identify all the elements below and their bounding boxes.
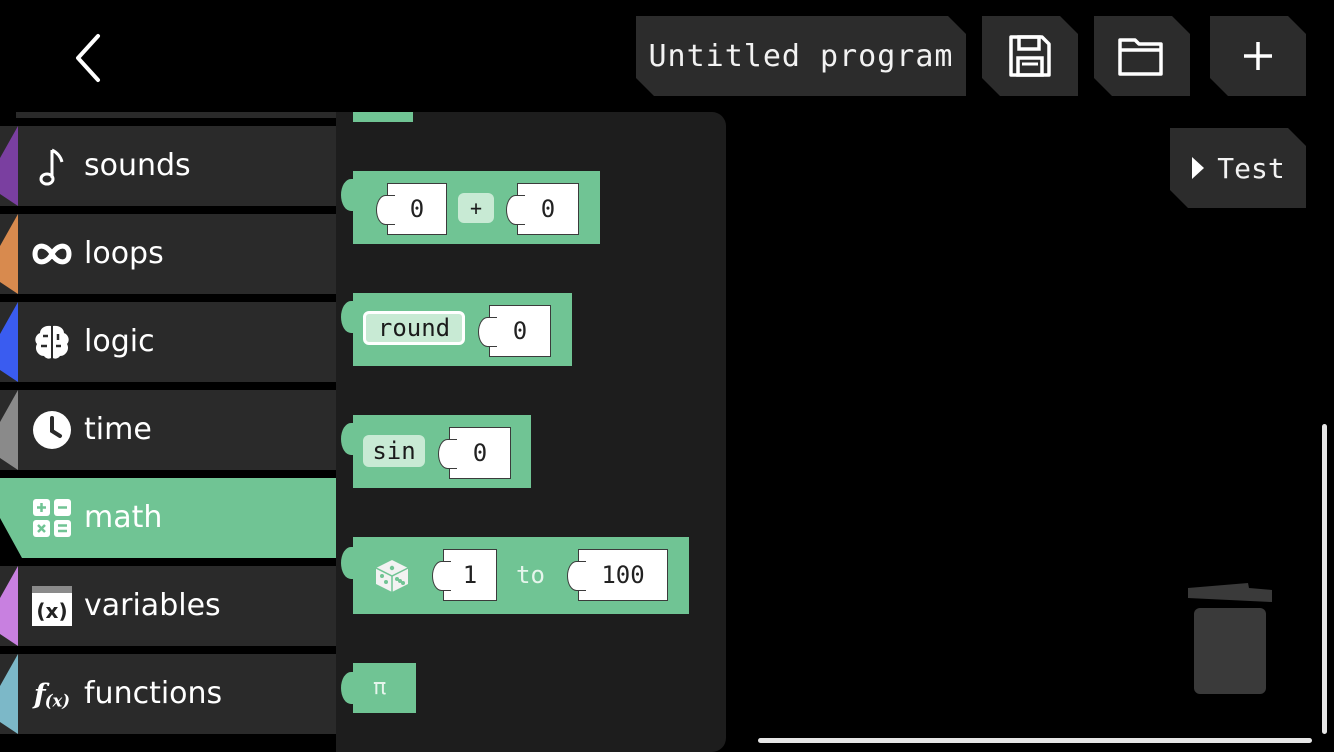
blocks-flyout: 0 + 0 round 0 sin 0 1 to 100 xyxy=(336,112,726,752)
category-label: time xyxy=(84,412,152,447)
trash-icon xyxy=(1188,583,1272,694)
program-title-button[interactable]: Untitled program xyxy=(636,16,966,96)
horizontal-scrollbar[interactable] xyxy=(758,738,1312,743)
variable-x-icon: (x) xyxy=(32,586,72,626)
svg-text:f: f xyxy=(32,678,50,710)
clock-icon xyxy=(32,410,72,450)
trash-can[interactable] xyxy=(1186,580,1276,698)
sin-block[interactable]: sin 0 xyxy=(341,415,531,488)
category-partial xyxy=(16,112,336,118)
category-color-tab xyxy=(0,126,18,206)
category-color-tab xyxy=(0,302,18,382)
vertical-scrollbar[interactable] xyxy=(1322,424,1327,734)
block-connector xyxy=(341,179,361,211)
plus-icon xyxy=(1241,39,1275,73)
round-value-input[interactable]: 0 xyxy=(478,305,551,357)
open-folder-button[interactable] xyxy=(1094,16,1190,96)
operator-dropdown[interactable]: + xyxy=(458,193,494,223)
back-button[interactable] xyxy=(60,28,120,88)
category-sounds[interactable]: sounds xyxy=(0,126,336,206)
category-time[interactable]: time xyxy=(0,390,336,470)
sin-value-input[interactable]: 0 xyxy=(438,427,511,479)
category-color-tab xyxy=(0,654,18,734)
category-label: sounds xyxy=(84,148,191,183)
category-logic[interactable]: logic xyxy=(0,302,336,382)
category-variables[interactable]: (x) variables xyxy=(0,566,336,646)
chevron-left-icon xyxy=(76,34,100,82)
calculator-icon xyxy=(32,498,72,538)
category-label: functions xyxy=(84,676,223,711)
random-number-block[interactable]: 1 to 100 xyxy=(341,537,689,614)
infinity-icon xyxy=(32,234,72,274)
category-color-tab xyxy=(0,214,18,294)
music-note-icon xyxy=(32,146,72,186)
pi-block[interactable]: π xyxy=(341,663,416,713)
svg-text:(x): (x) xyxy=(36,599,67,623)
category-label: variables xyxy=(84,588,221,623)
block-connector xyxy=(341,547,361,579)
arith-left-input[interactable]: 0 xyxy=(376,183,447,235)
floppy-disk-icon xyxy=(1006,32,1054,80)
svg-text:(x): (x) xyxy=(45,692,70,711)
save-button[interactable] xyxy=(982,16,1078,96)
arith-right-input[interactable]: 0 xyxy=(506,183,579,235)
block-connector xyxy=(341,301,361,333)
block-partial[interactable] xyxy=(353,112,413,122)
block-connector xyxy=(341,672,361,704)
category-functions[interactable]: f (x) functions xyxy=(0,654,336,734)
pi-symbol: π xyxy=(373,675,387,700)
category-color-tab xyxy=(0,390,18,470)
random-to-input[interactable]: 100 xyxy=(567,549,668,601)
category-label: logic xyxy=(84,324,155,359)
trig-function-dropdown[interactable]: sin xyxy=(363,435,425,467)
function-fx-icon: f (x) xyxy=(32,674,72,714)
random-from-input[interactable]: 1 xyxy=(432,549,497,601)
new-program-button[interactable] xyxy=(1210,16,1306,96)
folder-icon xyxy=(1117,34,1167,78)
category-math[interactable]: math xyxy=(0,478,336,558)
brain-icon xyxy=(32,322,72,362)
arithmetic-block[interactable]: 0 + 0 xyxy=(341,171,600,244)
to-label: to xyxy=(516,561,545,589)
round-function-dropdown[interactable]: round xyxy=(363,311,465,345)
test-button[interactable]: Test xyxy=(1170,128,1306,208)
dice-icon xyxy=(375,560,409,592)
category-loops[interactable]: loops xyxy=(0,214,336,294)
program-title: Untitled program xyxy=(648,38,954,74)
round-block[interactable]: round 0 xyxy=(341,293,572,366)
category-color-tab xyxy=(0,566,18,646)
play-icon xyxy=(1191,156,1205,180)
category-label: loops xyxy=(84,236,164,271)
test-label: Test xyxy=(1217,151,1285,185)
category-label: math xyxy=(84,500,163,535)
block-connector xyxy=(341,423,361,455)
